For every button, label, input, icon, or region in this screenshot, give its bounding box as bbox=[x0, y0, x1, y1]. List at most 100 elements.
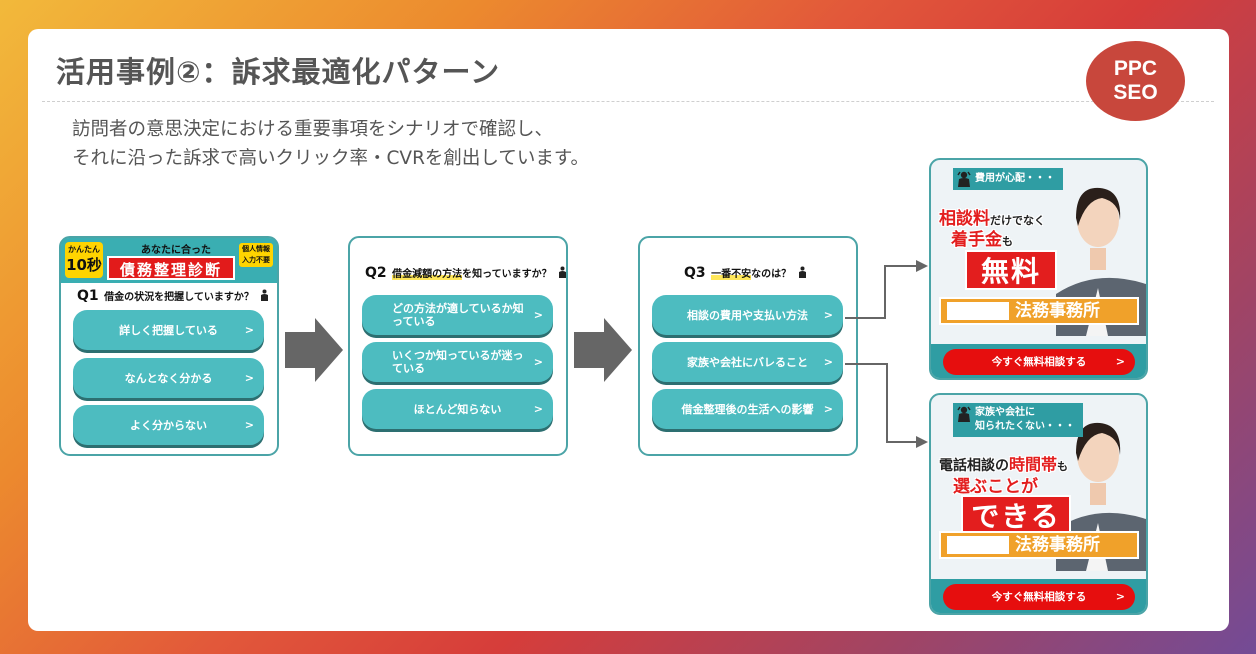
description-line2: それに沿った訴求で高いクリック率・CVRを創出しています。 bbox=[72, 148, 590, 169]
ad-headline-1: 相談料だけでなく bbox=[939, 204, 1045, 229]
option-label: よく分からない bbox=[130, 418, 207, 432]
chevron-right-icon: > bbox=[533, 402, 543, 416]
page-title: 活用事例②：訴求最適化パターン bbox=[56, 55, 501, 89]
q2-option-3[interactable]: ほとんど知らない > bbox=[362, 389, 553, 429]
q2-option-2[interactable]: いくつか知っているが迷っている > bbox=[362, 342, 553, 382]
option-label: なんとなく分かる bbox=[124, 371, 213, 385]
person-icon bbox=[559, 266, 567, 278]
arrow-right-icon bbox=[574, 318, 632, 382]
option-label: 詳しく把握している bbox=[119, 323, 218, 337]
description: 訪問者の意思決定における重要事項をシナリオで確認し、 それに沿った訴求で高いクリ… bbox=[72, 115, 589, 173]
ppc-seo-badge: PPC SEO bbox=[1086, 41, 1185, 121]
q2-option-1[interactable]: どの方法が適しているか知っている > bbox=[362, 295, 553, 335]
q2-number: Q2 bbox=[365, 265, 387, 281]
quiz-panel-q1: かんたん 10秒 あなたに合った 債務整理診断 個人情報 入力不要 Q1 借金の… bbox=[59, 236, 279, 456]
ad-banner-privacy[interactable]: 家族や会社に 知られたくない・・・ 電話相談の時間帯も 選ぶことが できる 法務… bbox=[929, 393, 1148, 615]
q1-option-3[interactable]: よく分からない > bbox=[73, 405, 264, 445]
chevron-right-icon: > bbox=[823, 355, 833, 369]
ad-red-text: 時間帯 bbox=[1009, 455, 1058, 474]
worried-person-icon bbox=[957, 171, 971, 187]
ad-dark-text: 電話相談の bbox=[939, 458, 1009, 474]
badge-line2: SEO bbox=[1113, 81, 1158, 104]
ad-top-text-1: 家族や会社に bbox=[975, 407, 1035, 418]
law-firm-bar: 法務事務所 bbox=[939, 297, 1139, 325]
q3-number: Q3 bbox=[684, 265, 706, 281]
connector-lines bbox=[845, 260, 928, 448]
law-firm-label: 法務事務所 bbox=[1015, 301, 1100, 321]
kantan-small: かんたん bbox=[68, 245, 100, 254]
q1-text: 借金の状況を把握していますか？ bbox=[104, 292, 254, 303]
ad-red-text: 相談料 bbox=[939, 209, 990, 229]
free-consult-button[interactable]: 今すぐ無料相談する > bbox=[943, 349, 1135, 375]
q3-option-3[interactable]: 借金整理後の生活への影響 > bbox=[652, 389, 843, 429]
kojin-line1: 個人情報 bbox=[242, 245, 270, 253]
worried-person-icon bbox=[957, 406, 971, 422]
chevron-right-icon: > bbox=[1115, 355, 1125, 368]
option-label: 借金整理後の生活への影響 bbox=[681, 402, 814, 416]
diagnosis-title: 債務整理診断 bbox=[107, 256, 235, 280]
q2-text: を知っていますか？ bbox=[462, 269, 552, 280]
no-personal-info-badge: 個人情報 入力不要 bbox=[239, 243, 273, 267]
ad-footer: 今すぐ無料相談する > bbox=[931, 344, 1146, 378]
q3-option-2[interactable]: 家族や会社にバレること > bbox=[652, 342, 843, 382]
ad-headline-2: 着手金も bbox=[951, 225, 1013, 250]
free-big-label: 無料 bbox=[965, 250, 1057, 290]
ad-top-text: 費用が心配・・・ bbox=[975, 173, 1055, 184]
quiz-panel-q3: Q3 一番不安なのは？ 相談の費用や支払い方法 > 家族や会社にバレること > … bbox=[638, 236, 858, 456]
ad-headline-2: 選ぶことが bbox=[953, 477, 1038, 497]
kantan-big: 10秒 bbox=[66, 256, 102, 274]
option-label: 相談の費用や支払い方法 bbox=[687, 308, 808, 322]
person-icon bbox=[798, 266, 806, 278]
ad-banner-fee[interactable]: 費用が心配・・・ 相談料だけでなく 着手金も 無料 法務事務所 今すぐ無料相談す… bbox=[929, 158, 1148, 380]
q3-option-1[interactable]: 相談の費用や支払い方法 > bbox=[652, 295, 843, 335]
chevron-right-icon: > bbox=[244, 323, 254, 337]
ad-top-label: 家族や会社に 知られたくない・・・ bbox=[953, 403, 1083, 437]
q3-highlight: 一番不安 bbox=[711, 269, 752, 280]
law-firm-name-blank bbox=[947, 302, 1009, 320]
ad-top-label: 費用が心配・・・ bbox=[953, 168, 1063, 190]
title-divider bbox=[42, 101, 1214, 102]
ad-dark-text: だけでなく bbox=[990, 214, 1045, 227]
cta-label: 今すぐ無料相談する bbox=[991, 356, 1087, 368]
diagnosis-header: かんたん 10秒 あなたに合った 債務整理診断 個人情報 入力不要 bbox=[61, 238, 277, 283]
ad-top-text-2: 知られたくない・・・ bbox=[975, 421, 1075, 432]
question-q2: Q2 借金減額の方法を知っていますか？ bbox=[365, 265, 567, 281]
q2-highlight: 借金減額の方法 bbox=[392, 269, 463, 280]
quiz-panel-q2: Q2 借金減額の方法を知っていますか？ どの方法が適しているか知っている > い… bbox=[348, 236, 568, 456]
diagnosis-subtitle: あなたに合った bbox=[141, 245, 211, 256]
arrow-right-icon bbox=[285, 318, 343, 382]
chevron-right-icon: > bbox=[244, 371, 254, 385]
chevron-right-icon: > bbox=[1115, 590, 1125, 603]
person-icon bbox=[261, 289, 269, 301]
law-firm-label: 法務事務所 bbox=[1015, 535, 1100, 555]
ad-headline-1: 電話相談の時間帯も bbox=[939, 451, 1068, 475]
ad-footer: 今すぐ無料相談する > bbox=[931, 579, 1146, 613]
question-q1: Q1 借金の状況を把握していますか？ bbox=[77, 288, 269, 304]
ad-red-text: 着手金 bbox=[951, 230, 1002, 250]
option-label: ほとんど知らない bbox=[413, 402, 502, 416]
option-label: いくつか知っているが迷っている bbox=[392, 349, 524, 375]
free-consult-button[interactable]: 今すぐ無料相談する > bbox=[943, 584, 1135, 610]
question-q3: Q3 一番不安なのは？ bbox=[684, 265, 807, 281]
description-line1: 訪問者の意思決定における重要事項をシナリオで確認し、 bbox=[72, 119, 554, 140]
chevron-right-icon: > bbox=[533, 308, 543, 322]
kojin-line2: 入力不要 bbox=[242, 256, 270, 264]
cta-label: 今すぐ無料相談する bbox=[991, 591, 1087, 603]
option-label: 家族や会社にバレること bbox=[687, 355, 808, 369]
law-firm-bar: 法務事務所 bbox=[939, 531, 1139, 559]
chevron-right-icon: > bbox=[823, 402, 833, 416]
chevron-right-icon: > bbox=[244, 418, 254, 432]
q1-number: Q1 bbox=[77, 288, 99, 304]
law-firm-name-blank bbox=[947, 536, 1009, 554]
q3-text: なのは？ bbox=[751, 269, 792, 280]
q1-option-1[interactable]: 詳しく把握している > bbox=[73, 310, 264, 350]
slide-card: 活用事例②：訴求最適化パターン PPC SEO 訪問者の意思決定における重要事項… bbox=[28, 29, 1229, 631]
option-label: どの方法が適しているか知っている bbox=[392, 302, 524, 328]
ad-dark-text: も bbox=[1002, 235, 1013, 248]
q1-option-2[interactable]: なんとなく分かる > bbox=[73, 358, 264, 398]
can-choose-big-label: できる bbox=[961, 495, 1071, 535]
chevron-right-icon: > bbox=[533, 355, 543, 369]
chevron-right-icon: > bbox=[823, 308, 833, 322]
kantan-badge: かんたん 10秒 bbox=[65, 242, 103, 278]
ad-dark-text: も bbox=[1057, 460, 1069, 473]
